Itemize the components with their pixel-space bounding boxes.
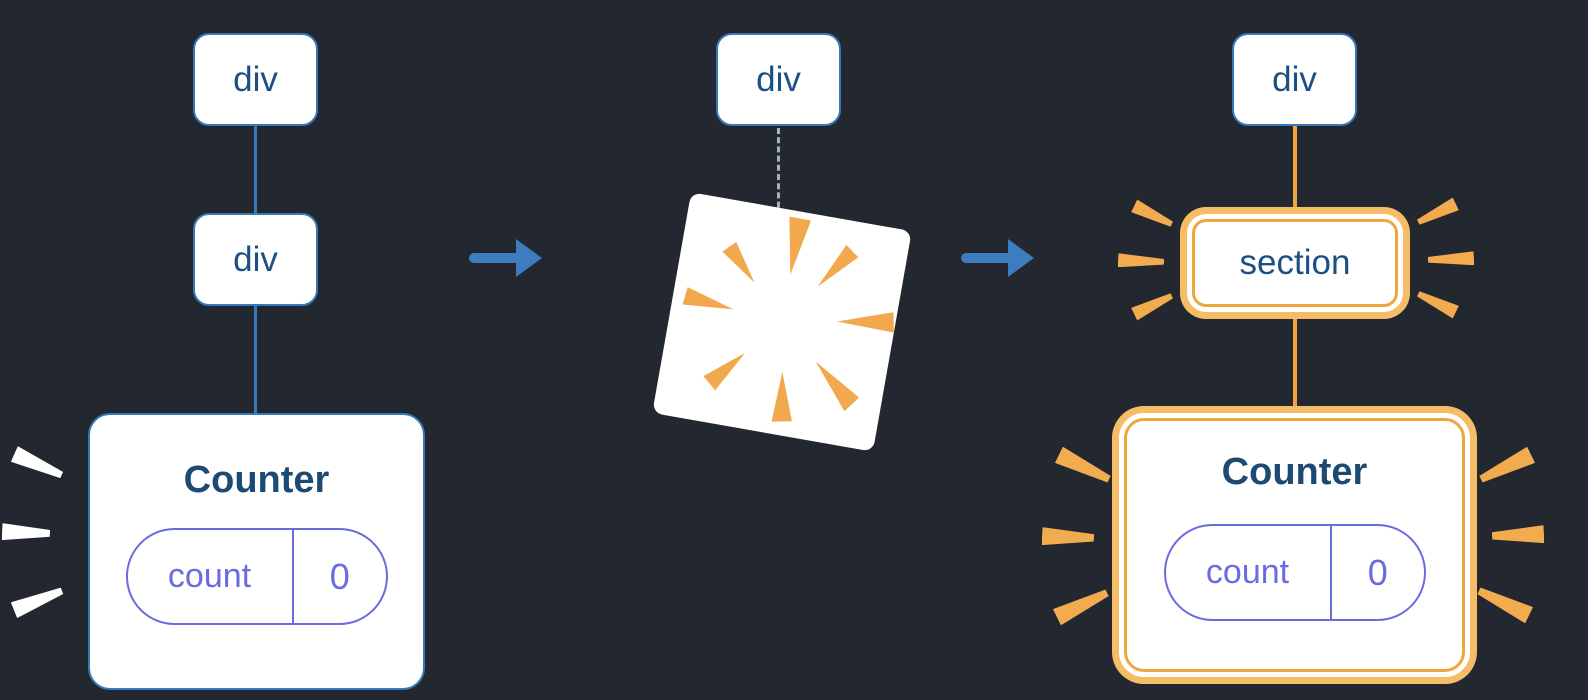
poof-rays xyxy=(682,216,894,422)
state-key-label: count xyxy=(1205,553,1290,591)
emphasis-spark-icon xyxy=(1475,583,1533,624)
tree-edge xyxy=(254,124,257,216)
tree-node-section: section xyxy=(1192,219,1398,307)
tree-node-div-parent: div xyxy=(716,33,841,126)
emphasis-spark-icon xyxy=(1042,527,1095,547)
tree-node-div-parent: div xyxy=(1232,33,1357,126)
tree-edge xyxy=(254,304,257,416)
state-value: 0 xyxy=(329,555,350,597)
tree-edge-highlighted xyxy=(1293,317,1297,409)
counter-component-card-new: Counter count 0 xyxy=(1124,418,1465,672)
state-pill: count 0 xyxy=(125,528,388,625)
emphasis-spark-icon xyxy=(1053,585,1111,626)
emphasis-spark-icon xyxy=(1131,200,1175,231)
state-key-label: count xyxy=(167,557,252,595)
state-value: 0 xyxy=(1367,551,1388,593)
arrow-right-icon xyxy=(961,239,1034,277)
tree-edge-highlighted xyxy=(1293,126,1297,208)
detached-edge xyxy=(777,128,780,226)
emphasis-spark-icon xyxy=(1428,251,1474,267)
emphasis-spark-icon xyxy=(2,523,51,542)
poof-burst-icon xyxy=(653,193,911,451)
emphasis-spark-icon xyxy=(1118,253,1164,269)
emphasis-spark-icon xyxy=(1415,198,1459,229)
counter-component-card: Counter count 0 xyxy=(88,413,425,690)
counter-title: Counter xyxy=(1221,451,1368,493)
emphasis-spark-icon xyxy=(1492,525,1545,545)
emphasis-spark-icon xyxy=(11,446,65,483)
emphasis-spark-icon xyxy=(1477,447,1535,488)
pill-divider xyxy=(1329,526,1332,619)
emphasis-spark-icon xyxy=(1415,288,1459,319)
counter-title: Counter xyxy=(183,459,330,501)
arrow-right-icon xyxy=(469,239,542,277)
emphasis-spark-icon xyxy=(1131,290,1175,321)
tree-node-div-parent: div xyxy=(193,33,318,126)
emphasis-spark-icon xyxy=(11,583,66,618)
emphasis-spark-icon xyxy=(1055,447,1113,488)
tree-node-div-child: div xyxy=(193,213,318,306)
pill-divider xyxy=(291,530,294,623)
state-pill: count 0 xyxy=(1163,524,1426,621)
